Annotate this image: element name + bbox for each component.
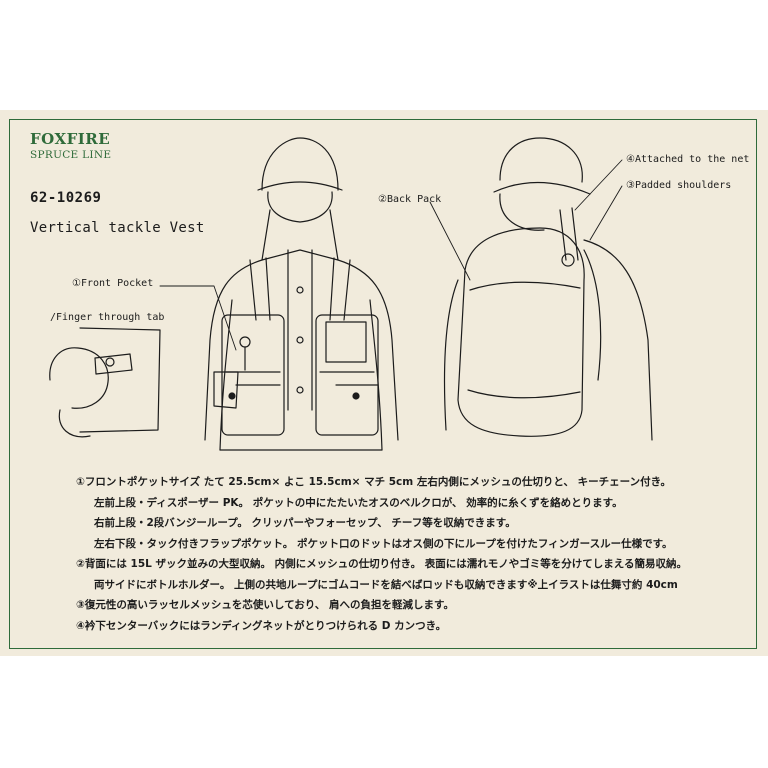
description-line: ①フロントポケットサイズ たて 25.5cm× よこ 15.5cm× マチ 5c… bbox=[76, 476, 672, 488]
callout-front-pocket: ①Front Pocket bbox=[72, 278, 154, 289]
callout-finger-tab: /Finger through tab bbox=[50, 312, 165, 323]
brand-line: SPRUCE LINE bbox=[30, 149, 112, 161]
product-card: FOXFIRE SPRUCE LINE 62-10269 Vertical ta… bbox=[0, 110, 768, 656]
description-line: 左前上段・ディスポーザー PK。 ポケットの中にたたいたオスのベルクロが、 効率… bbox=[94, 496, 623, 509]
brand-name: FOXFIRE bbox=[30, 130, 111, 148]
description-line: 右前上段・2段バンジーループ。 クリッパーやフォーセップ、 チーフ等を収納できま… bbox=[94, 517, 516, 529]
card-frame bbox=[9, 119, 757, 649]
back-figure-drawing bbox=[443, 137, 653, 441]
callout-leader-lines bbox=[159, 159, 623, 351]
description-line: ③復元性の高いラッセルメッシュを芯使いしており、 肩への負担を軽減します。 bbox=[76, 599, 454, 611]
front-figure-drawing bbox=[204, 137, 399, 451]
description-line: ②背面には 15L ザック並みの大型収納。 内側にメッシュの仕切り付き。 表面に… bbox=[76, 558, 687, 570]
vest-illustration bbox=[49, 137, 653, 451]
description-line: ④衿下センターバックにはランディングネットがとりつけられる D カンつき。 bbox=[76, 619, 447, 632]
description-line: 左右下段・タック付きフラップポケット。 ポケット口のドットはオス側の下にループを… bbox=[94, 537, 673, 550]
model-number: 62-10269 bbox=[30, 190, 102, 206]
description-line: 両サイドにボトルホルダー。 上側の共地ループにゴムコードを結べばロッドも収納でき… bbox=[94, 578, 678, 591]
brand-logo: FOXFIRE SPRUCE LINE bbox=[30, 132, 111, 161]
product-name: Vertical tackle Vest bbox=[30, 220, 205, 236]
callout-padded-shoulders: ③Padded shoulders bbox=[626, 180, 732, 191]
callout-back-pack: ②Back Pack bbox=[378, 194, 442, 205]
callout-attached-net: ④Attached to the net bbox=[626, 154, 750, 165]
finger-tab-inset bbox=[49, 327, 161, 438]
description-block: ①フロントポケットサイズ たて 25.5cm× よこ 15.5cm× マチ 5c… bbox=[76, 472, 756, 636]
